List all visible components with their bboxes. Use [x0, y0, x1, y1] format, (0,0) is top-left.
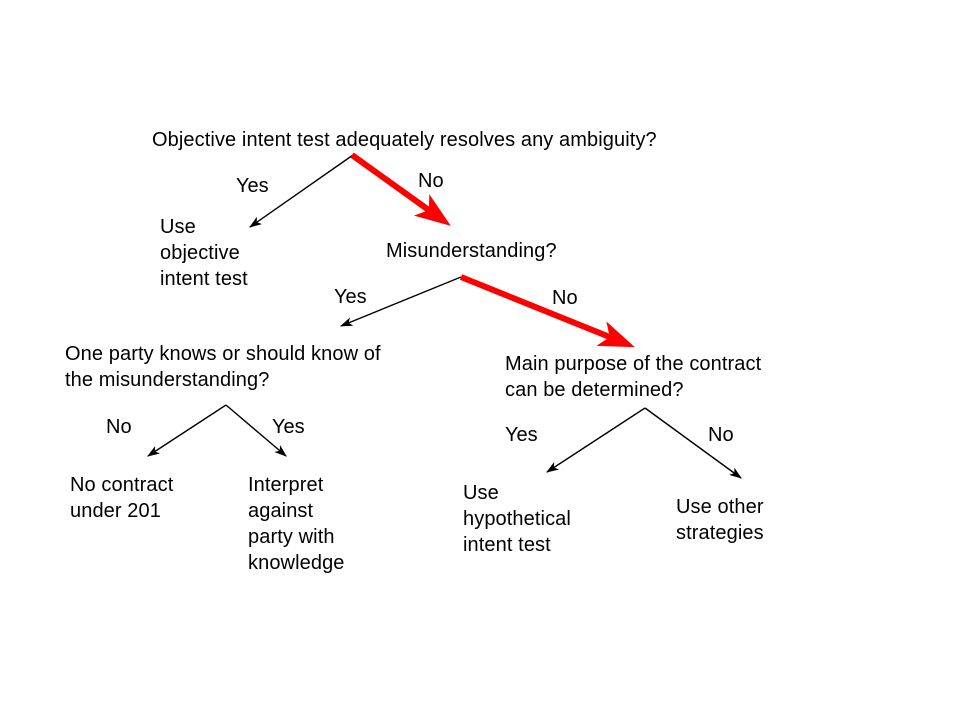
edge-label-one-party-yes: Yes: [272, 416, 305, 438]
edge-label-main-purpose-yes: Yes: [505, 424, 538, 446]
node-root-question: Objective intent test adequately resolve…: [152, 129, 657, 151]
edge-label-main-purpose-no: No: [708, 424, 734, 446]
edge-label-misunderstanding-yes: Yes: [334, 286, 367, 308]
node-interpret-against-party-with-knowledge: Interpret against party with knowledge: [248, 474, 345, 574]
node-misunderstanding-question: Misunderstanding?: [386, 240, 557, 262]
edge-label-misunderstanding-no: No: [552, 287, 578, 309]
node-use-objective-intent-test: Use objective intent test: [160, 216, 248, 290]
edge-label-root-no: No: [418, 170, 444, 192]
node-use-other-strategies: Use other strategies: [676, 496, 764, 544]
node-use-hypothetical-intent-test: Use hypothetical intent test: [463, 482, 571, 556]
edge-label-root-yes: Yes: [236, 175, 269, 197]
node-main-purpose-question: Main purpose of the contract can be dete…: [505, 353, 762, 401]
edge-label-one-party-no: No: [106, 416, 132, 438]
edge-misunderstanding-to-main-purpose: [459, 274, 635, 348]
node-one-party-knows-question: One party knows or should know of the mi…: [65, 343, 381, 391]
edge-one-party-knows-to-no-contract: [147, 404, 227, 457]
edge-main-purpose-to-hypothetical: [546, 407, 646, 473]
node-no-contract-under-201: No contract under 201: [70, 474, 174, 522]
